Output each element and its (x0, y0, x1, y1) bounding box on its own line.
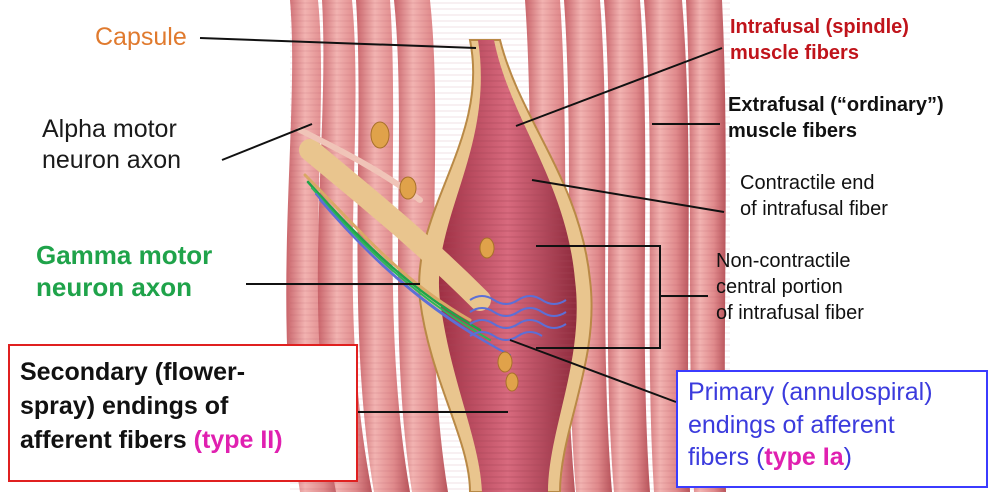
noncontractile-label-line-3: of intrafusal fiber (716, 300, 864, 326)
secondary-label-line-3: afferent fibers (type II) (20, 424, 283, 458)
gamma-label-line-1: Gamma motor (36, 240, 212, 272)
capsule-label: Capsule (95, 22, 187, 53)
primary-label-line-3-prefix: fibers ( (688, 443, 764, 471)
extrafusal-fibers-label: Extrafusal (“ordinary”) muscle fibers (728, 92, 944, 144)
contractile-end-label: Contractile end of intrafusal fiber (740, 170, 888, 222)
secondary-label-line-1: Secondary (flower- (20, 356, 283, 390)
alpha-motor-neuron-label: Alpha motor neuron axon (42, 114, 181, 175)
secondary-label-line-2: spray) endings of (20, 390, 283, 424)
secondary-endings-label: Secondary (flower- spray) endings of aff… (20, 356, 283, 457)
primary-endings-label: Primary (annulospiral) endings of affere… (688, 376, 933, 474)
secondary-label-line-3-text: afferent fibers (20, 426, 194, 454)
gamma-motor-neuron-label: Gamma motor neuron axon (36, 240, 212, 303)
gamma-label-line-2: neuron axon (36, 272, 212, 304)
noncontractile-label-line-2: central portion (716, 274, 864, 300)
intrafusal-fibers-label: Intrafusal (spindle) muscle fibers (730, 14, 909, 66)
intrafusal-label-line-2: muscle fibers (730, 40, 909, 66)
type-ia-tag: type Ia (764, 443, 843, 471)
contractile-label-line-1: Contractile end (740, 170, 888, 196)
intrafusal-label-line-1: Intrafusal (spindle) (730, 14, 909, 40)
extrafusal-label-line-2: muscle fibers (728, 118, 944, 144)
noncontractile-label-line-1: Non-contractile (716, 248, 864, 274)
alpha-label-line-2: neuron axon (42, 145, 181, 176)
extrafusal-label-line-1: Extrafusal (“ordinary”) (728, 92, 944, 118)
primary-label-line-1: Primary (annulospiral) (688, 376, 933, 409)
alpha-label-line-1: Alpha motor (42, 114, 181, 145)
primary-label-line-3: fibers (type Ia) (688, 441, 933, 474)
primary-label-line-2: endings of afferent (688, 409, 933, 442)
primary-label-line-3-suffix: ) (844, 443, 852, 471)
non-contractile-portion-label: Non-contractile central portion of intra… (716, 248, 864, 326)
contractile-label-line-2: of intrafusal fiber (740, 196, 888, 222)
type-ii-tag: (type II) (194, 426, 283, 454)
